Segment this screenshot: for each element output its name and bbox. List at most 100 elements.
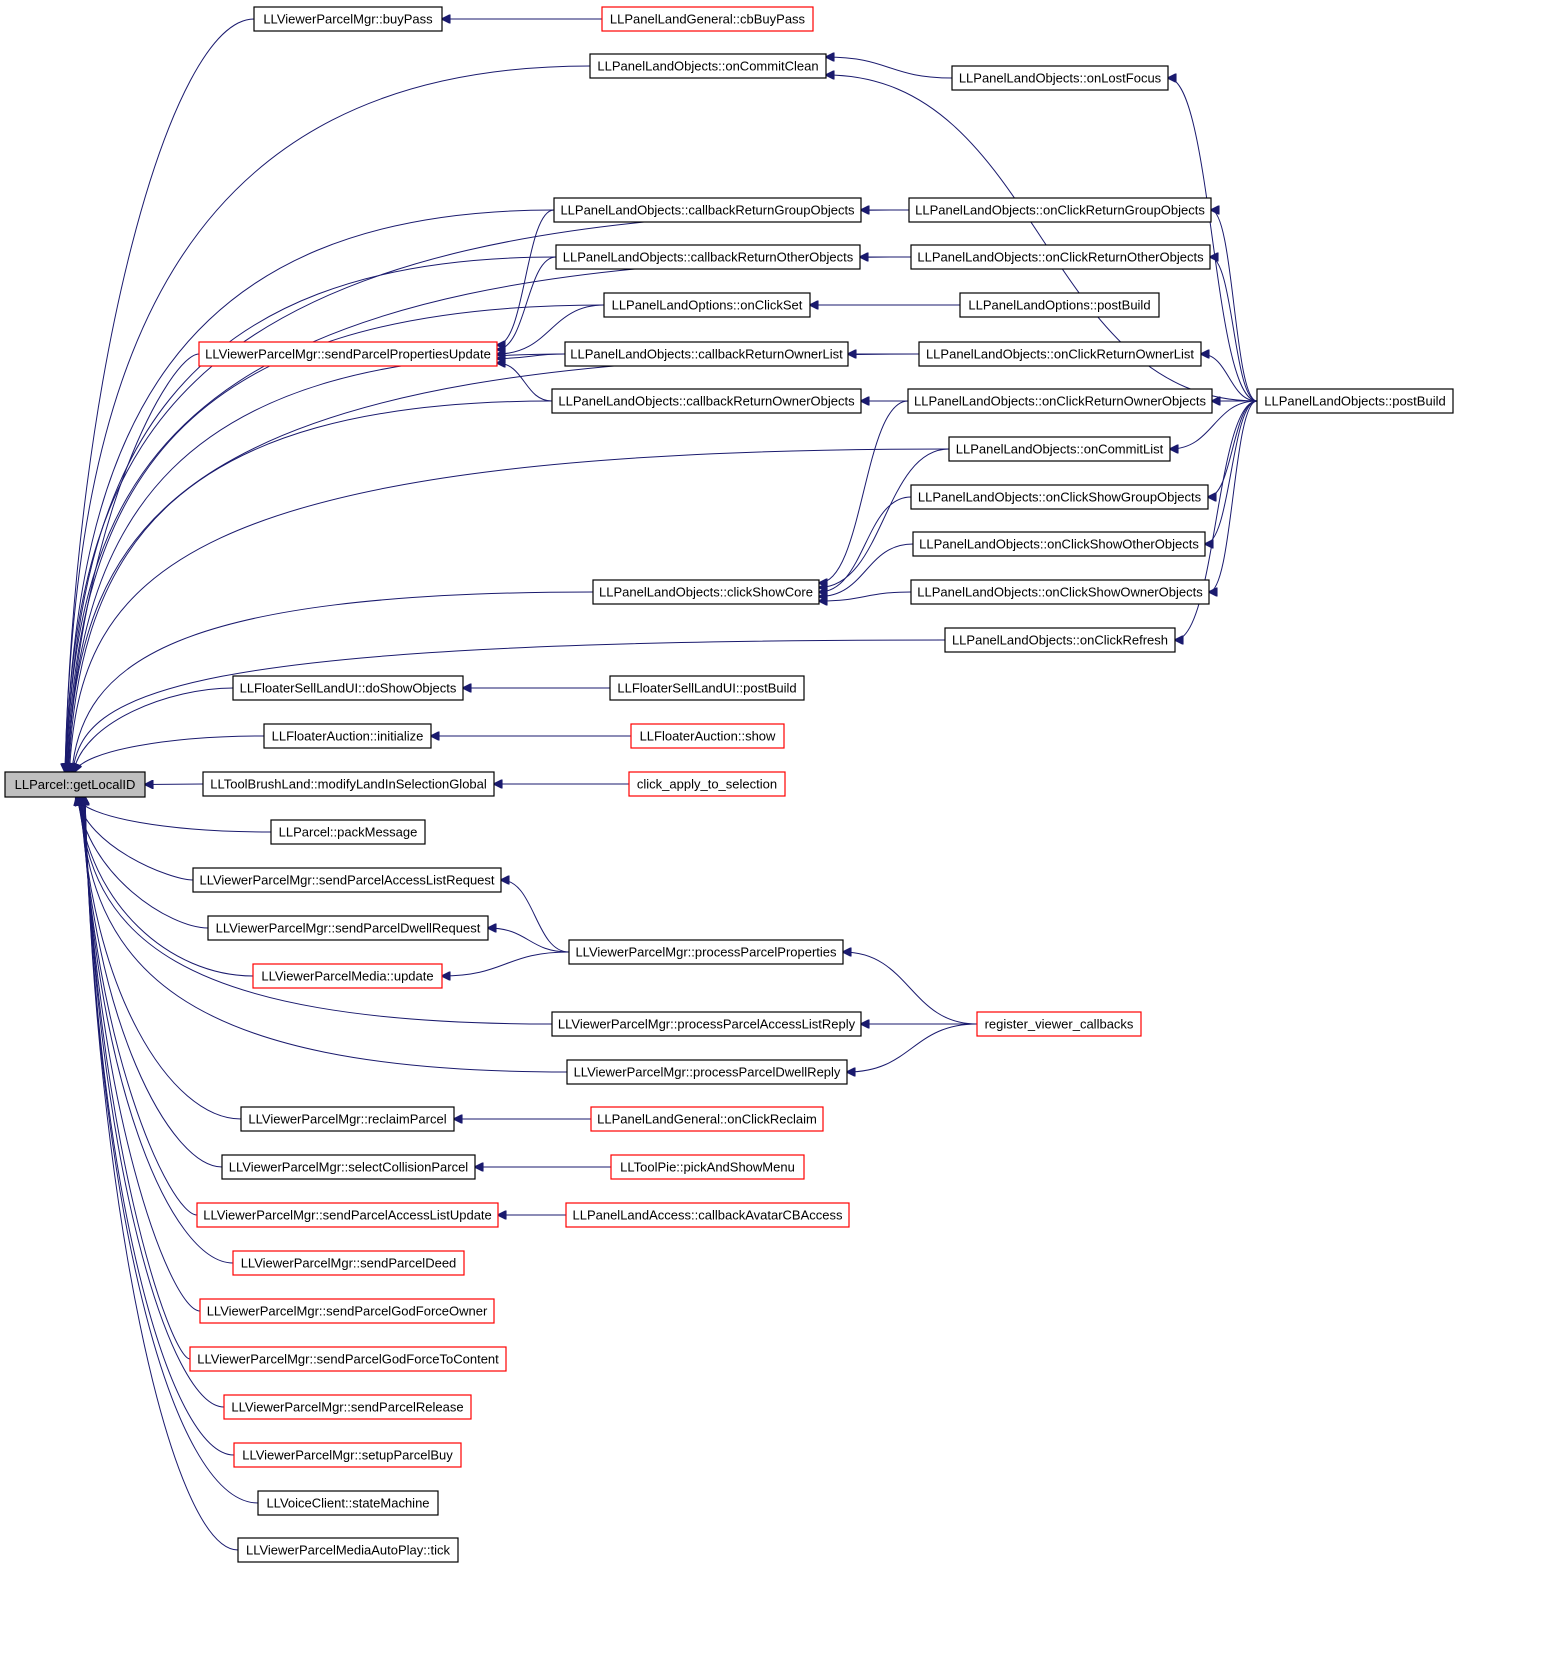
node-doShowObjects[interactable]: LLFloaterSellLandUI::doShowObjects: [232, 675, 464, 701]
node-box-stateMachine[interactable]: [257, 1490, 439, 1516]
node-procPP[interactable]: LLViewerParcelMgr::processParcelProperti…: [568, 939, 844, 965]
node-box-sendPPU[interactable]: [198, 341, 498, 367]
node-box-sellPostBuild[interactable]: [609, 675, 805, 701]
node-box-sendRelease[interactable]: [223, 1394, 472, 1420]
node-box-clickApply[interactable]: [628, 771, 786, 797]
node-pickAndShowMenu[interactable]: LLToolPie::pickAndShowMenu: [610, 1154, 805, 1180]
node-box-cbBuyPass[interactable]: [601, 6, 814, 32]
node-optPostBuild[interactable]: LLPanelLandOptions::postBuild: [959, 292, 1160, 318]
node-onClickRefresh[interactable]: LLPanelLandObjects::onClickRefresh: [944, 627, 1176, 653]
node-selectCollision[interactable]: LLViewerParcelMgr::selectCollisionParcel: [221, 1154, 476, 1180]
node-clickApply[interactable]: click_apply_to_selection: [628, 771, 786, 797]
node-cbRetOther[interactable]: LLPanelLandObjects::callbackReturnOtherO…: [555, 244, 861, 270]
node-box-auctionInit[interactable]: [263, 723, 432, 749]
node-procALReply[interactable]: LLViewerParcelMgr::processParcelAccessLi…: [551, 1011, 862, 1037]
node-setupBuy[interactable]: LLViewerParcelMgr::setupParcelBuy: [233, 1442, 462, 1468]
node-box-cbRetOther[interactable]: [555, 244, 861, 270]
node-box-sendGodOwner[interactable]: [199, 1298, 495, 1324]
node-sendDwellReq[interactable]: LLViewerParcelMgr::sendParcelDwellReques…: [207, 915, 489, 941]
node-sendALUpdate[interactable]: LLViewerParcelMgr::sendParcelAccessListU…: [196, 1202, 499, 1228]
node-onClickRetOwnerObj[interactable]: LLPanelLandObjects::onClickReturnOwnerOb…: [907, 388, 1213, 414]
node-box-onClickRetOther[interactable]: [910, 244, 1211, 270]
node-autoPlayTick[interactable]: LLViewerParcelMediaAutoPlay::tick: [237, 1537, 459, 1563]
node-onClickShowOwner[interactable]: LLPanelLandObjects::onClickShowOwnerObje…: [910, 579, 1210, 605]
node-box-procPP[interactable]: [568, 939, 844, 965]
node-regCallbacks[interactable]: register_viewer_callbacks: [976, 1011, 1142, 1037]
node-sendRelease[interactable]: LLViewerParcelMgr::sendParcelRelease: [223, 1394, 472, 1420]
node-box-sendDeed[interactable]: [232, 1250, 465, 1276]
node-cbAvatarCBAccess[interactable]: LLPanelLandAccess::callbackAvatarCBAcces…: [565, 1202, 850, 1228]
node-box-onLostFocus[interactable]: [951, 65, 1169, 91]
node-box-cbRetGroup[interactable]: [553, 197, 862, 223]
node-box-cbRetOwnerList[interactable]: [564, 341, 849, 367]
node-box-onClickShowGroup[interactable]: [910, 484, 1209, 510]
node-onClickRetOwnerList[interactable]: LLPanelLandObjects::onClickReturnOwnerLi…: [918, 341, 1202, 367]
node-sendGodContent[interactable]: LLViewerParcelMgr::sendParcelGodForceToC…: [189, 1346, 507, 1372]
node-mediaUpdate[interactable]: LLViewerParcelMedia::update: [252, 963, 443, 989]
node-box-sendGodContent[interactable]: [189, 1346, 507, 1372]
node-box-clickShowCore[interactable]: [592, 579, 820, 605]
node-cbRetOwnerList[interactable]: LLPanelLandObjects::callbackReturnOwnerL…: [564, 341, 849, 367]
node-onCommitClean[interactable]: LLPanelLandObjects::onCommitClean: [589, 53, 827, 79]
node-box-objPostBuild[interactable]: [1256, 388, 1454, 414]
node-sendGodOwner[interactable]: LLViewerParcelMgr::sendParcelGodForceOwn…: [199, 1298, 495, 1324]
node-box-sendALReq[interactable]: [192, 867, 502, 893]
node-box-onClickShowOwner[interactable]: [910, 579, 1210, 605]
node-box-getLocalID[interactable]: [4, 771, 146, 798]
node-modifyLand[interactable]: LLToolBrushLand::modifyLandInSelectionGl…: [202, 771, 495, 797]
node-sendALReq[interactable]: LLViewerParcelMgr::sendParcelAccessListR…: [192, 867, 502, 893]
node-box-sendDwellReq[interactable]: [207, 915, 489, 941]
node-box-auctionShow[interactable]: [630, 723, 785, 749]
node-box-onClickReclaim[interactable]: [590, 1106, 824, 1132]
node-buyPass[interactable]: LLViewerParcelMgr::buyPass: [253, 6, 443, 32]
node-box-onClickRetOwnerList[interactable]: [918, 341, 1202, 367]
node-box-doShowObjects[interactable]: [232, 675, 464, 701]
node-auctionShow[interactable]: LLFloaterAuction::show: [630, 723, 785, 749]
node-box-procALReply[interactable]: [551, 1011, 862, 1037]
node-onLostFocus[interactable]: LLPanelLandObjects::onLostFocus: [951, 65, 1169, 91]
node-box-reclaimParcel[interactable]: [240, 1106, 455, 1132]
node-box-autoPlayTick[interactable]: [237, 1537, 459, 1563]
node-box-buyPass[interactable]: [253, 6, 443, 32]
node-reclaimParcel[interactable]: LLViewerParcelMgr::reclaimParcel: [240, 1106, 455, 1132]
node-box-regCallbacks[interactable]: [976, 1011, 1142, 1037]
node-procDwellReply[interactable]: LLViewerParcelMgr::processParcelDwellRep…: [566, 1059, 848, 1085]
node-auctionInit[interactable]: LLFloaterAuction::initialize: [263, 723, 432, 749]
node-box-cbRetOwnerObj[interactable]: [551, 388, 862, 414]
node-onClickRetGroup[interactable]: LLPanelLandObjects::onClickReturnGroupOb…: [908, 197, 1212, 223]
node-box-onClickRefresh[interactable]: [944, 627, 1176, 653]
node-box-optOnClickSet[interactable]: [603, 292, 811, 318]
node-packMessage[interactable]: LLParcel::packMessage: [270, 819, 426, 845]
node-sendPPU[interactable]: LLViewerParcelMgr::sendParcelPropertiesU…: [198, 341, 498, 367]
node-onClickShowGroup[interactable]: LLPanelLandObjects::onClickShowGroupObje…: [910, 484, 1209, 510]
node-box-packMessage[interactable]: [270, 819, 426, 845]
node-box-procDwellReply[interactable]: [566, 1059, 848, 1085]
node-cbRetGroup[interactable]: LLPanelLandObjects::callbackReturnGroupO…: [553, 197, 862, 223]
node-box-mediaUpdate[interactable]: [252, 963, 443, 989]
node-getLocalID[interactable]: LLParcel::getLocalID: [4, 771, 146, 798]
node-box-pickAndShowMenu[interactable]: [610, 1154, 805, 1180]
node-objPostBuild[interactable]: LLPanelLandObjects::postBuild: [1256, 388, 1454, 414]
node-box-onCommitList[interactable]: [948, 436, 1171, 462]
node-onClickRetOther[interactable]: LLPanelLandObjects::onClickReturnOtherOb…: [910, 244, 1211, 270]
node-clickShowCore[interactable]: LLPanelLandObjects::clickShowCore: [592, 579, 820, 605]
node-onClickShowOther[interactable]: LLPanelLandObjects::onClickShowOtherObje…: [912, 531, 1206, 557]
node-box-optPostBuild[interactable]: [959, 292, 1160, 318]
node-cbRetOwnerObj[interactable]: LLPanelLandObjects::callbackReturnOwnerO…: [551, 388, 862, 414]
node-box-sendALUpdate[interactable]: [196, 1202, 499, 1228]
node-optOnClickSet[interactable]: LLPanelLandOptions::onClickSet: [603, 292, 811, 318]
node-box-setupBuy[interactable]: [233, 1442, 462, 1468]
node-box-onCommitClean[interactable]: [589, 53, 827, 79]
node-box-modifyLand[interactable]: [202, 771, 495, 797]
node-box-onClickRetOwnerObj[interactable]: [907, 388, 1213, 414]
node-sendDeed[interactable]: LLViewerParcelMgr::sendParcelDeed: [232, 1250, 465, 1276]
node-box-selectCollision[interactable]: [221, 1154, 476, 1180]
node-onCommitList[interactable]: LLPanelLandObjects::onCommitList: [948, 436, 1171, 462]
node-onClickReclaim[interactable]: LLPanelLandGeneral::onClickReclaim: [590, 1106, 824, 1132]
node-stateMachine[interactable]: LLVoiceClient::stateMachine: [257, 1490, 439, 1516]
node-sellPostBuild[interactable]: LLFloaterSellLandUI::postBuild: [609, 675, 805, 701]
node-box-cbAvatarCBAccess[interactable]: [565, 1202, 850, 1228]
node-box-onClickRetGroup[interactable]: [908, 197, 1212, 223]
node-box-onClickShowOther[interactable]: [912, 531, 1206, 557]
node-cbBuyPass[interactable]: LLPanelLandGeneral::cbBuyPass: [601, 6, 814, 32]
